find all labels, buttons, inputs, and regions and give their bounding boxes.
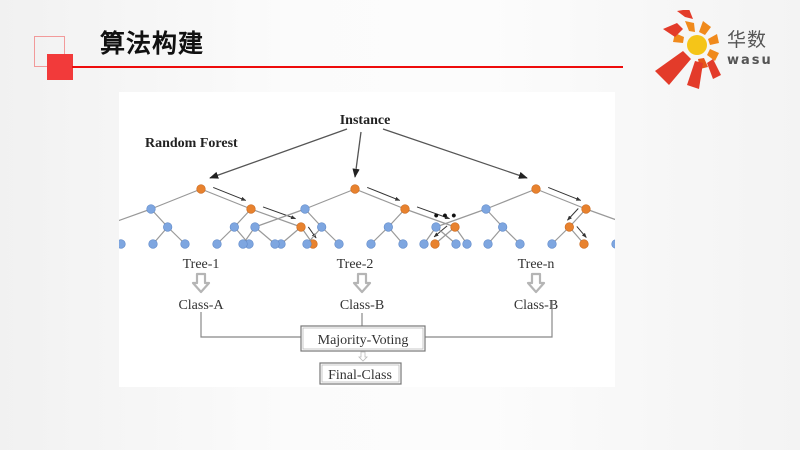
- decision-path-arrow: [567, 208, 579, 221]
- tree-edge: [200, 188, 252, 210]
- decision-path-arrow: [548, 186, 582, 201]
- diagram-canvas: Instance Random Forest Tree-1Class-ATree…: [119, 113, 615, 385]
- decision-path-arrow: [576, 226, 587, 238]
- title-underline: [72, 66, 623, 68]
- decision-path-arrow: [307, 226, 317, 239]
- tree-node: [383, 222, 393, 232]
- visited-node: [531, 184, 541, 194]
- tree-node: [148, 239, 158, 249]
- tree-node: [180, 239, 190, 249]
- logo-chinese-name: 华数: [727, 29, 768, 51]
- decision-path-arrow: [367, 186, 401, 201]
- class-label: Class-B: [514, 298, 558, 313]
- tree-node: [547, 239, 557, 249]
- tree-label: Tree-n: [518, 257, 555, 272]
- random-forest-heading: Random Forest: [145, 136, 238, 151]
- tree-node: [515, 239, 525, 249]
- tree-node: [270, 239, 280, 249]
- tree-node: [334, 239, 344, 249]
- more-trees-ellipsis: • • •: [434, 207, 457, 223]
- tree-node: [398, 239, 408, 249]
- tree-node: [212, 239, 222, 249]
- tree-edge: [404, 208, 456, 228]
- tree-node: [611, 239, 615, 249]
- visited-node: [296, 222, 306, 232]
- majority-voting-box: [300, 325, 426, 352]
- instance-label: Instance: [340, 113, 391, 128]
- tree-edge: [585, 208, 615, 221]
- visited-node: [400, 204, 410, 214]
- visited-node: [246, 204, 256, 214]
- logo-english-name: wasu: [727, 53, 773, 68]
- visited-node: [450, 222, 460, 232]
- visited-node: [564, 222, 574, 232]
- class-label: Class-B: [340, 298, 384, 313]
- tree-edge: [535, 188, 587, 210]
- tree-edge: [150, 188, 202, 210]
- class-label: Class-A: [178, 298, 224, 313]
- instance-to-tree-1-arrow: [209, 128, 348, 179]
- tree-node: [163, 222, 173, 232]
- tree-node: [451, 239, 461, 249]
- visited-node: [350, 184, 360, 194]
- tree-node: [146, 204, 156, 214]
- majority-voting-label: Majority-Voting: [318, 333, 409, 348]
- tree-node: [483, 239, 493, 249]
- tree-label: Tree-2: [337, 257, 374, 272]
- majority-voting-box-inner: [302, 327, 424, 350]
- down-arrow-icon: [358, 351, 368, 362]
- instance-to-tree-n-arrow: [382, 128, 528, 179]
- tree-label: Tree-1: [183, 257, 220, 272]
- final-class-box-inner: [321, 364, 400, 383]
- down-arrow-icon: [352, 272, 372, 294]
- visited-node: [196, 184, 206, 194]
- tree-node: [462, 239, 472, 249]
- sun-burst-logo-icon: [655, 10, 721, 89]
- tree-node: [498, 222, 508, 232]
- decision-path-arrow: [262, 206, 297, 220]
- visited-node: [430, 239, 440, 249]
- final-class-label: Final-Class: [328, 368, 392, 383]
- tree-node: [238, 239, 248, 249]
- tree-node: [119, 239, 126, 249]
- visited-node: [581, 204, 591, 214]
- class-a-connector: [200, 312, 301, 338]
- tree-node: [302, 239, 312, 249]
- down-arrow-icon: [191, 272, 211, 294]
- instance-to-tree-2-arrow: [352, 131, 362, 178]
- tree-node: [317, 222, 327, 232]
- tree-node: [481, 204, 491, 214]
- tree-edge: [254, 208, 306, 228]
- decision-path-arrow: [416, 206, 451, 220]
- final-class-box: [319, 362, 402, 385]
- tree-node: [431, 222, 441, 232]
- tree-node: [419, 239, 429, 249]
- title-decoration-filled-square: [47, 54, 73, 80]
- tree-node: [250, 222, 260, 232]
- tree-edge: [119, 208, 152, 222]
- tree-edge: [435, 208, 487, 228]
- tree-node: [229, 222, 239, 232]
- tree-node: [300, 204, 310, 214]
- tree-node: [366, 239, 376, 249]
- class-b-n-connector: [425, 301, 553, 338]
- tree-edge: [354, 188, 406, 210]
- tree-edge: [304, 188, 356, 210]
- slide-title: 算法构建: [100, 29, 205, 58]
- decision-path-arrow: [213, 186, 247, 201]
- tree-edge: [250, 208, 302, 228]
- tree-edge: [485, 188, 537, 210]
- down-arrow-icon: [526, 272, 546, 294]
- visited-node: [579, 239, 589, 249]
